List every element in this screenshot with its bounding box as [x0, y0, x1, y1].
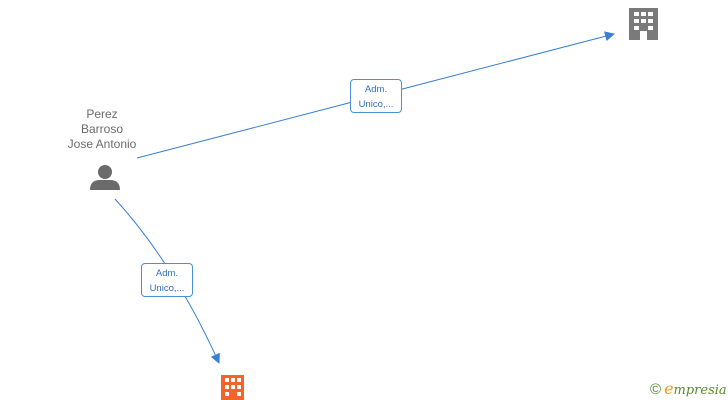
person-name-line: Perez — [86, 107, 118, 121]
edge-label-line: Adm. — [364, 84, 388, 95]
edge-label-line: Adm. — [155, 268, 179, 279]
brand-initial: e — [664, 379, 674, 398]
person-name-label[interactable]: Perez Barroso Jose Antonio — [52, 107, 152, 152]
building-icon[interactable] — [221, 375, 244, 400]
edge-label-company-2[interactable]: Adm. Unico,... — [141, 263, 193, 297]
copyright-icon: © — [650, 381, 662, 398]
edge-label-line: Unico,... — [149, 283, 185, 294]
edge-label-line: Unico,... — [358, 99, 394, 110]
building-icon[interactable] — [629, 8, 658, 40]
person-name-line: Barroso — [80, 122, 124, 136]
brand-name: mpresia — [673, 383, 727, 398]
edge-label-company-1[interactable]: Adm. Unico,... — [350, 79, 402, 113]
empresia-watermark[interactable]: ©empresia — [650, 379, 727, 399]
person-icon[interactable] — [90, 165, 120, 190]
person-name-line: Jose Antonio — [67, 137, 137, 151]
